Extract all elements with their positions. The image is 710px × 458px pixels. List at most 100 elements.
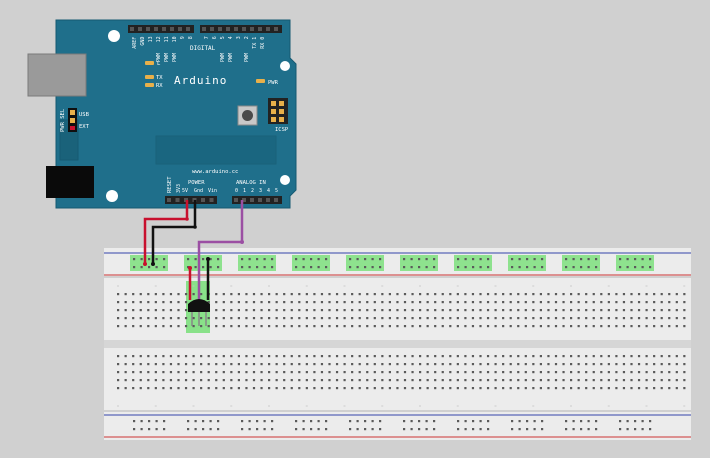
breadboard-hole [502,301,505,304]
breadboard-hole [325,258,328,261]
breadboard-hole [305,363,308,366]
breadboard-hole [290,317,293,320]
breadboard-hole [585,387,588,390]
breadboard-hole [313,363,316,366]
breadboard-hole [572,258,575,261]
breadboard-hole [433,258,436,261]
power-label: POWER [188,180,205,186]
breadboard-hole [592,301,595,304]
header-socket [266,27,270,31]
breadboard-hole [290,387,293,390]
breadboard-hole [133,266,136,269]
breadboard-hole [275,325,278,328]
breadboard-hole [410,258,413,261]
rail-group-highlight [346,255,384,271]
digital-pin-label: GND [140,37,146,46]
breadboard-hole [154,325,157,328]
breadboard-hole [607,363,610,366]
breadboard-hole [252,371,256,374]
breadboard-hole [494,317,497,320]
breadboard-hole [147,325,150,328]
breadboard-hole [441,363,444,366]
breadboard-hole [517,309,520,312]
breadboard-hole [554,379,558,382]
breadboard-hole [562,363,565,366]
breadboard-hole [403,317,407,320]
breadboard-hole [373,379,376,382]
breadboard-hole [139,355,142,358]
breadboard-hole [215,379,218,382]
breadboard-hole [479,379,482,382]
breadboard-hole [517,363,520,366]
breadboard-hole [154,293,157,296]
breadboard-hole [577,325,580,328]
breadboard-hole [320,301,324,304]
breadboard-hole [619,420,622,423]
breadboard-hole [426,379,429,382]
center-channel [104,340,691,348]
breadboard-hole [256,428,259,431]
breadboard-hole [411,379,414,382]
breadboard-hole [320,363,324,366]
breadboard-hole [403,309,407,312]
breadboard-hole [486,309,490,312]
breadboard-hole [533,266,536,269]
breadboard-hole [641,428,644,431]
header-socket [178,27,182,31]
breadboard-hole [230,301,233,304]
breadboard-hole [305,325,308,328]
rail-group-highlight [616,255,654,271]
breadboard-hole [533,428,536,431]
breadboard-hole [592,293,595,296]
breadboard-hole [456,379,459,382]
breadboard-hole [449,309,452,312]
breadboard-hole [464,387,467,390]
breadboard-hole [207,355,210,358]
icsp-pin [279,101,284,106]
breadboard-hole [290,379,293,382]
sensor-body [188,299,210,312]
breadboard-hole [472,258,475,261]
jumper-pin [70,126,75,130]
breadboard-hole [177,301,180,304]
breadboard-hole [222,387,225,390]
breadboard-hole [358,363,361,366]
breadboard-hole [163,266,166,269]
breadboard-hole [335,293,339,296]
breadboard-hole [351,355,354,358]
breadboard-hole [403,420,406,423]
breadboard-hole [403,379,407,382]
breadboard-hole [565,420,568,423]
breadboard-hole [163,420,166,423]
breadboard-hole [607,371,610,374]
breadboard-hole [645,325,648,328]
breadboard-hole [169,293,173,296]
breadboard-hole [356,428,359,431]
analog-label: ANALOG IN [236,180,266,186]
breadboard-hole [328,309,331,312]
breadboard-hole [343,309,346,312]
breadboard-hole [217,266,220,269]
breadboard-hole [248,258,251,261]
breadboard-hole [426,293,429,296]
breadboard-hole [184,387,188,390]
breadboard-hole [310,258,313,261]
breadboard-hole [215,355,218,358]
breadboard-hole [373,355,376,358]
breadboard-hole [124,379,127,382]
breadboard-hole [587,420,590,423]
breadboard-hole [366,371,369,374]
breadboard-hole [653,363,656,366]
breadboard-hole [600,363,603,366]
breadboard-hole [668,325,671,328]
breadboard-hole [366,355,369,358]
breadboard-hole [222,363,225,366]
breadboard-hole [622,363,626,366]
breadboard-hole [260,387,263,390]
breadboard-hole [502,317,505,320]
analog-pin-label: 3 [259,188,262,194]
breadboard-hole [585,293,588,296]
breadboard-hole [283,355,286,358]
breadboard-hole [577,371,580,374]
